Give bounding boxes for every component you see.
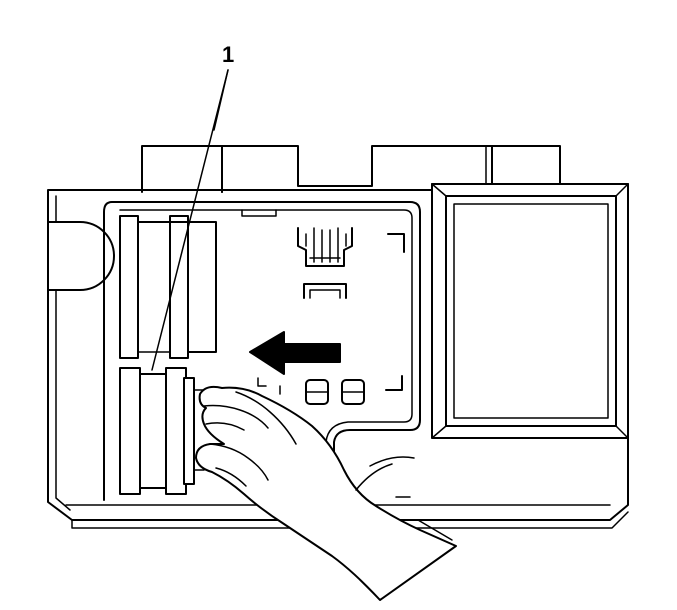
hand-illustration [195, 385, 457, 601]
callout-1: 1 [151, 42, 234, 371]
removal-direction-arrow [249, 331, 341, 375]
connector-cavity [103, 201, 421, 501]
callout-label: 1 [222, 42, 234, 67]
lower-connector [119, 367, 205, 495]
callout-leader-line [151, 69, 229, 371]
callout-leader-line-extra [213, 69, 229, 131]
release-latch [297, 227, 353, 299]
right-cover-panel [431, 183, 629, 439]
terminal-slots [305, 379, 365, 405]
housing-top-tabs [141, 145, 561, 193]
upper-connector [119, 215, 217, 359]
